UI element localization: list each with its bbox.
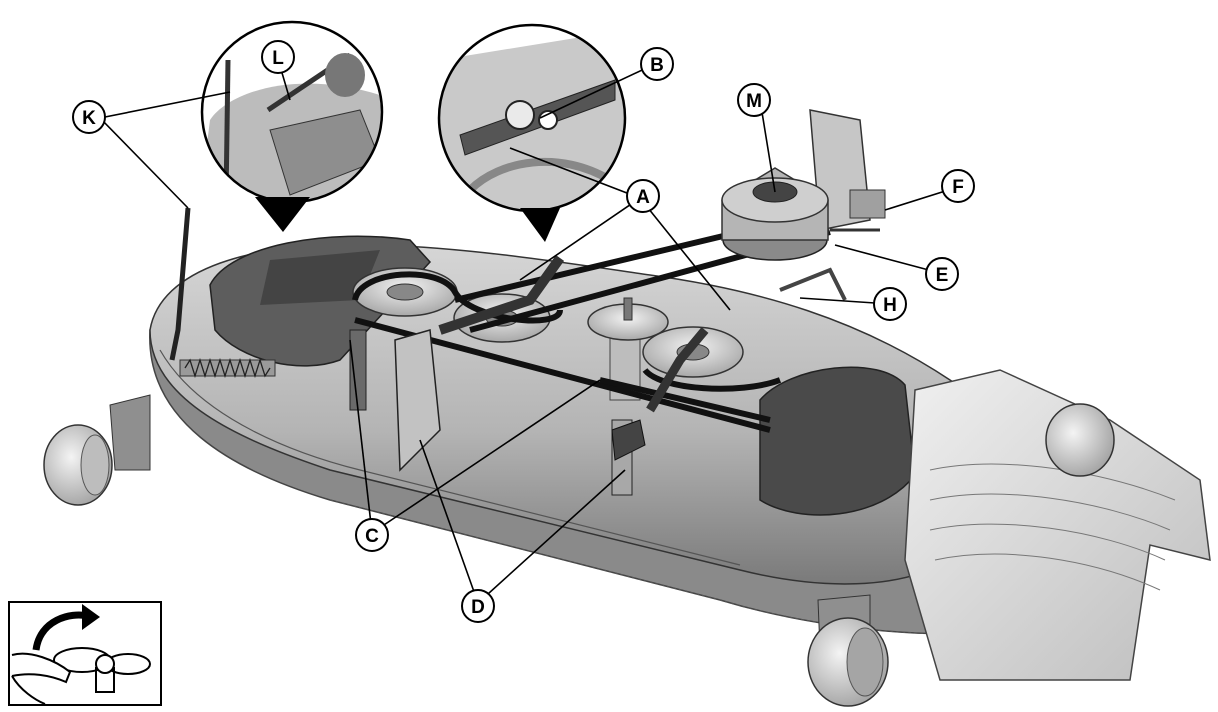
right-rear-wheel-chute-side: [1045, 403, 1115, 477]
svg-text:L: L: [272, 48, 284, 69]
left-cover-texture: [260, 250, 380, 305]
detail-inset-left: [200, 20, 384, 232]
callout-c: C: [355, 518, 389, 552]
callout-h: H: [873, 287, 907, 321]
svg-text:M: M: [746, 91, 762, 112]
callout-e: E: [925, 257, 959, 291]
callout-a: A: [626, 179, 660, 213]
front-left-gauge-wheel: [43, 394, 151, 506]
svg-text:F: F: [952, 177, 964, 198]
callout-d: D: [461, 589, 495, 623]
belt-guide-h: [779, 267, 847, 301]
instruction-inset: [8, 601, 162, 706]
tension-arm: [646, 327, 709, 413]
belt-guide-bracket-left: [349, 329, 441, 472]
electric-clutch-m: [721, 109, 886, 261]
leader-lines: [99, 63, 959, 604]
discharge-chute: [904, 369, 1211, 681]
zoom-pointer-right: [520, 208, 560, 242]
lift-rod-k: [169, 207, 191, 361]
spring-linkage: [179, 357, 276, 379]
detail-inset-right: [437, 23, 627, 242]
svg-text:K: K: [82, 108, 96, 129]
right-spindle-cover: [759, 366, 916, 516]
svg-text:E: E: [936, 265, 949, 286]
right-pulley: [642, 326, 744, 378]
svg-text:B: B: [650, 55, 664, 76]
rear-right-gauge-wheel: [807, 594, 889, 707]
callout-k: K: [72, 100, 106, 134]
zoom-pointer-left: [255, 197, 310, 232]
curved-arrow-icon: [32, 604, 100, 651]
svg-text:C: C: [365, 526, 379, 547]
hand-turning-knob-icon: [11, 647, 151, 705]
svg-text:A: A: [636, 187, 650, 208]
svg-text:D: D: [471, 597, 485, 618]
callout-m: M: [737, 83, 771, 117]
callout-f: F: [941, 169, 975, 203]
callout-l: L: [261, 40, 295, 74]
callout-b: B: [640, 47, 674, 81]
svg-text:H: H: [883, 295, 897, 316]
